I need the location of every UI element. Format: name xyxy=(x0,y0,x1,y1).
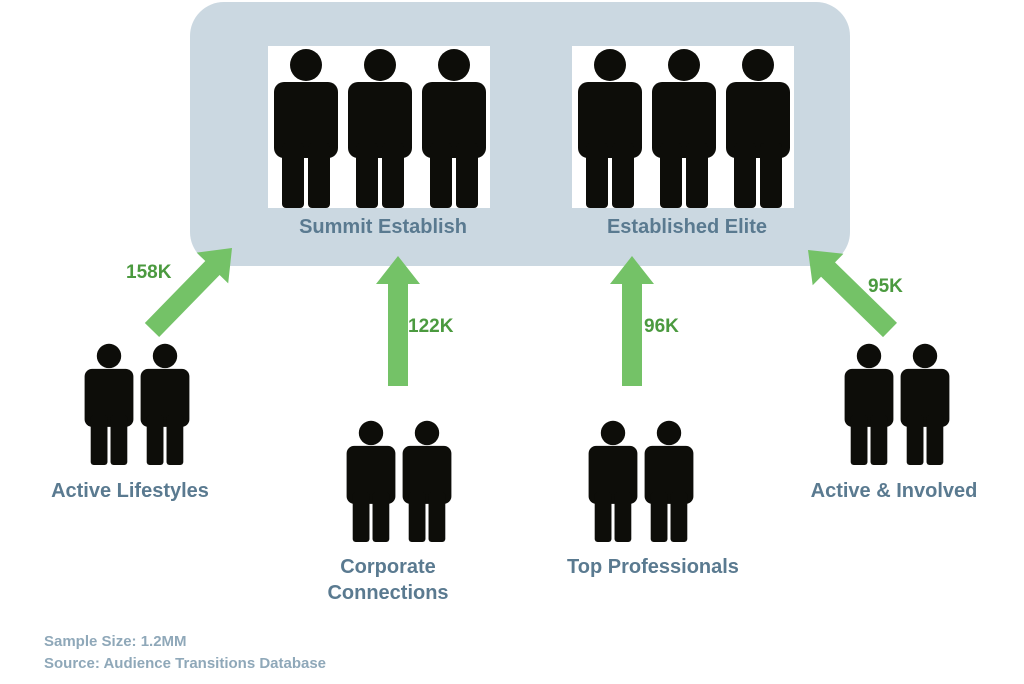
source-label-corporate-connections: Corporate Connections xyxy=(327,556,449,604)
destination-label-summit-establish: Summit Establish xyxy=(299,216,467,238)
person-icon-corporate-1 xyxy=(346,420,396,542)
source-label-active-lifestyles: Active Lifestyles xyxy=(51,480,209,502)
flow-value-active-involved: 95K xyxy=(868,276,903,297)
arrow-corporate-connections xyxy=(376,256,420,386)
person-icon-active-lifestyles-2 xyxy=(140,343,190,465)
source-label-active-involved: Active & Involved xyxy=(810,480,978,502)
arrow-top-professionals xyxy=(610,256,654,386)
person-icon-top-professionals-2 xyxy=(644,420,694,542)
arrow-active-involved xyxy=(808,250,897,338)
flow-value-corporate-connections: 122K xyxy=(408,316,454,337)
person-icon-active-involved-2 xyxy=(900,343,950,465)
person-icon-active-lifestyles-1 xyxy=(84,343,134,465)
source-note: Source: Audience Transitions Database xyxy=(44,655,327,672)
arrow-active-lifestyles xyxy=(144,248,232,337)
sample-size-note: Sample Size: 1.2MM xyxy=(44,633,187,650)
destination-label-established-elite: Established Elite xyxy=(606,216,768,238)
person-icon-top-professionals-1 xyxy=(588,420,638,542)
flow-value-active-lifestyles: 158K xyxy=(126,262,172,283)
flow-value-top-professionals: 96K xyxy=(644,316,679,337)
person-icon-active-involved-1 xyxy=(844,343,894,465)
source-label-top-professionals: Top Professionals xyxy=(567,556,739,578)
person-icon-corporate-2 xyxy=(402,420,452,542)
